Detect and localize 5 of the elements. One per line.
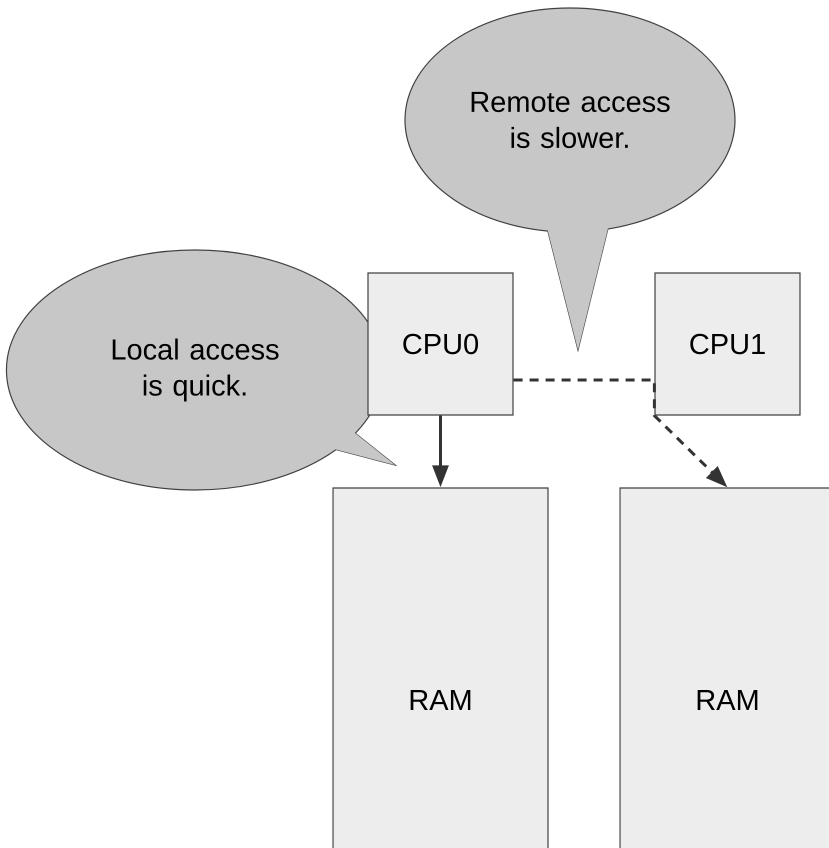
ram-box: RAM: [619, 487, 829, 848]
ram-box: RAM: [332, 487, 549, 848]
cpu-box: CPU0: [367, 272, 514, 416]
cpu-box: CPU1: [654, 272, 801, 416]
speech-bubble: Local access is quick.: [6, 249, 398, 491]
